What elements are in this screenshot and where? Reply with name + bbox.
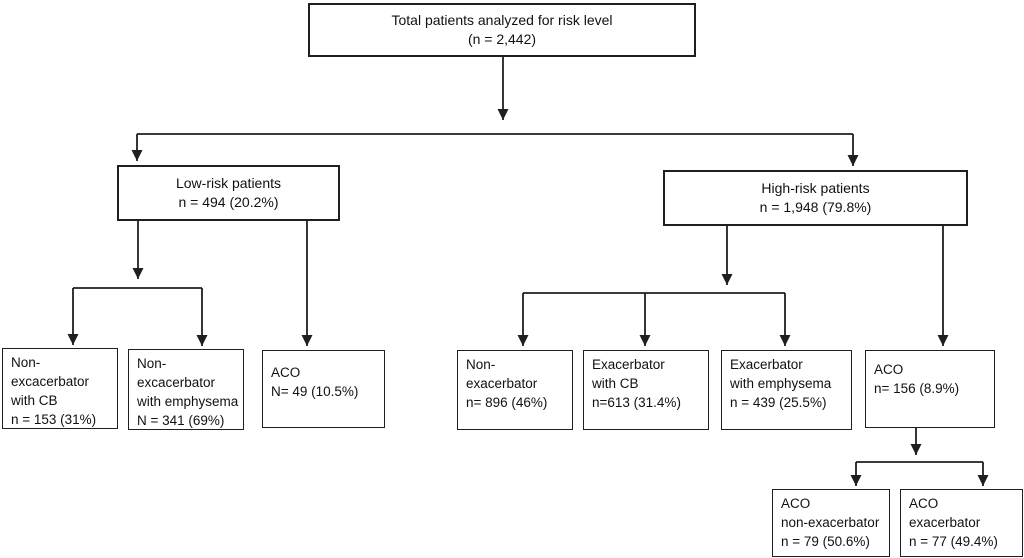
- node-aco-non-exacerbator-label: ACO non-exacerbator n = 79 (50.6%): [781, 496, 880, 549]
- node-low-non-exacerbator-emphysema: Non- excacerbator with emphysema N = 341…: [128, 349, 244, 430]
- node-low-aco: ACO N= 49 (10.5%): [262, 350, 385, 428]
- node-total-patients: Total patients analyzed for risk level (…: [308, 3, 696, 57]
- node-low-risk-patients: Low-risk patients n = 494 (20.2%): [117, 165, 340, 221]
- node-low-non-exacerbator-cb: Non- excacerbator with CB n = 153 (31%): [2, 348, 118, 429]
- node-high-exacerbator-emphysema: Exacerbator with emphysema n = 439 (25.5…: [721, 350, 852, 430]
- node-aco-exacerbator-label: ACO exacerbator n = 77 (49.4%): [909, 496, 998, 549]
- node-high-exacerbator-cb: Exacerbator with CB n=613 (31.4%): [583, 350, 709, 430]
- node-low-aco-label: ACO N= 49 (10.5%): [271, 365, 359, 399]
- node-low-risk-patients-label: Low-risk patients n = 494 (20.2%): [175, 175, 282, 210]
- node-total-patients-label: Total patients analyzed for risk level (…: [391, 12, 613, 47]
- node-high-aco-label: ACO n= 156 (8.9%): [874, 362, 960, 396]
- node-low-non-exacerbator-cb-label: Non- excacerbator with CB n = 153 (31%): [11, 355, 97, 427]
- node-high-aco: ACO n= 156 (8.9%): [865, 350, 995, 428]
- node-high-risk-patients-label: High-risk patients n = 1,948 (79.8%): [759, 180, 872, 215]
- node-aco-exacerbator: ACO exacerbator n = 77 (49.4%): [900, 489, 1023, 557]
- node-high-exacerbator-cb-label: Exacerbator with CB n=613 (31.4%): [592, 357, 681, 410]
- node-high-exacerbator-emphysema-label: Exacerbator with emphysema n = 439 (25.5…: [730, 357, 832, 410]
- node-high-non-exacerbator: Non- exacerbator n= 896 (46%): [457, 350, 573, 430]
- node-high-risk-patients: High-risk patients n = 1,948 (79.8%): [663, 170, 968, 226]
- node-aco-non-exacerbator: ACO non-exacerbator n = 79 (50.6%): [772, 489, 890, 557]
- node-high-non-exacerbator-label: Non- exacerbator n= 896 (46%): [466, 357, 548, 410]
- node-low-non-exacerbator-emphysema-label: Non- excacerbator with emphysema N = 341…: [137, 356, 239, 428]
